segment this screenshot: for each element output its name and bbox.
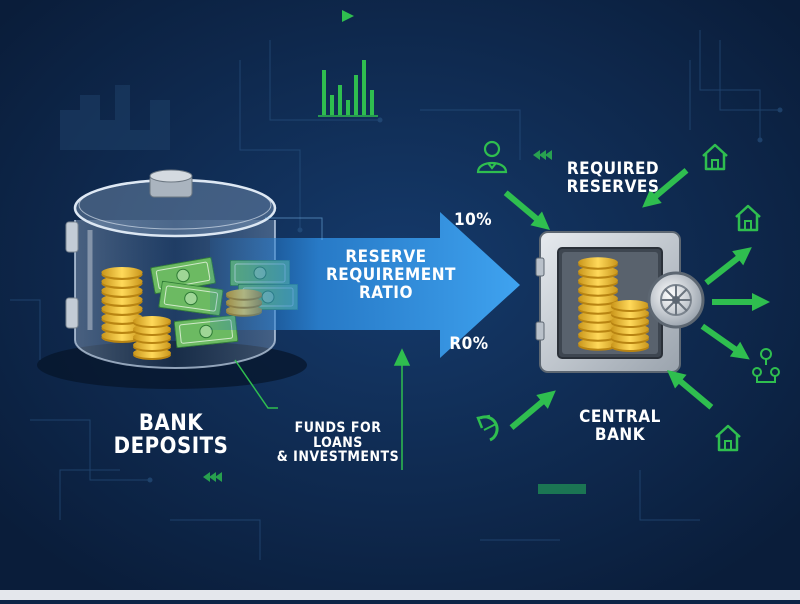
reserve-ratio-label: RESERVE REQUIREMENT RATIO bbox=[326, 247, 456, 303]
funds-connector bbox=[234, 348, 411, 470]
reserve-ratio-line-3: RATIO bbox=[359, 282, 413, 303]
recycle-icon bbox=[476, 414, 499, 442]
circuit-pattern bbox=[10, 30, 783, 560]
percent-bottom-label: R0% bbox=[449, 334, 489, 354]
user-icon bbox=[476, 140, 508, 174]
required-reserves-line-1: REQUIRED bbox=[566, 159, 660, 179]
reserve-ratio-line-1: RESERVE bbox=[345, 247, 427, 267]
reserve-ratio-line-2: REQUIREMENT bbox=[326, 264, 456, 285]
percent-top-label: 10% bbox=[453, 210, 493, 230]
people-network-icon bbox=[752, 348, 780, 383]
funds-line-1: FUNDS FOR LOANS bbox=[294, 420, 382, 451]
bank-deposits-label: BANK DEPOSITS bbox=[106, 412, 236, 458]
required-reserves-line-2: RESERVES bbox=[566, 176, 660, 197]
central-bank-line-2: BANK bbox=[594, 424, 646, 445]
bank-deposits-line-1: BANK bbox=[138, 411, 204, 436]
central-bank-line-1: CENTRAL bbox=[579, 407, 661, 427]
bank-deposits-line-2: DEPOSITS bbox=[113, 434, 229, 460]
funds-line-2: & INVESTMENTS bbox=[276, 449, 400, 466]
chevron-icons bbox=[203, 150, 552, 482]
required-reserves-label: REQUIRED RESERVES bbox=[558, 159, 668, 197]
city-silhouette bbox=[60, 85, 170, 150]
decor-bar bbox=[538, 484, 586, 494]
bottom-bar bbox=[0, 590, 800, 600]
reserve-ratio-arrow bbox=[210, 212, 520, 358]
bar-chart-icon bbox=[318, 60, 378, 117]
central-bank-safe bbox=[535, 231, 705, 373]
central-bank-label: CENTRAL BANK bbox=[570, 407, 670, 445]
funds-label: FUNDS FOR LOANS & INVESTMENTS bbox=[272, 421, 404, 465]
play-icon bbox=[342, 10, 354, 22]
